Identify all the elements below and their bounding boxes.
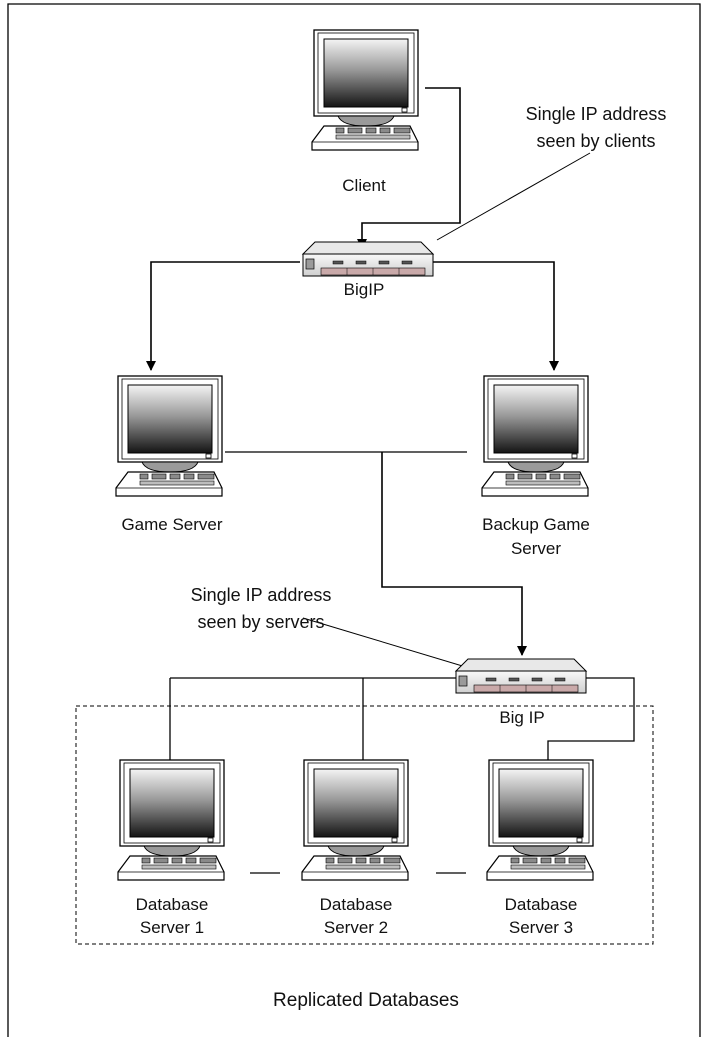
game-server-label: Game Server bbox=[121, 515, 222, 534]
bigip-top-appliance: BigIP bbox=[302, 241, 434, 299]
link-bigip-game-server bbox=[146, 261, 300, 371]
client-label: Client bbox=[342, 176, 386, 195]
link-bigip-db3 bbox=[547, 677, 635, 760]
db1-label-line1: Database bbox=[136, 895, 209, 914]
annotation-pointer-clients bbox=[436, 152, 591, 241]
backup-game-server-computer: Backup Game Server bbox=[481, 375, 590, 558]
diagram-frame bbox=[7, 3, 701, 1037]
link-client-bigip bbox=[357, 87, 461, 249]
db3-label-line1: Database bbox=[505, 895, 578, 914]
annotation-clients-line2: seen by clients bbox=[536, 131, 655, 151]
replicated-databases-caption: Replicated Databases bbox=[273, 990, 459, 1011]
annotation-servers-line2: seen by servers bbox=[197, 612, 324, 632]
database-server-3-computer: Database Server 3 bbox=[486, 759, 594, 937]
db2-label-line2: Server 2 bbox=[324, 918, 388, 937]
client-computer: Client bbox=[311, 29, 419, 195]
replicated-databases-group bbox=[75, 705, 654, 945]
bigip-bottom-label: Big IP bbox=[499, 708, 544, 727]
db3-label-line2: Server 3 bbox=[509, 918, 573, 937]
database-server-1-computer: Database Server 1 bbox=[117, 759, 225, 937]
database-server-2-computer: Database Server 2 bbox=[301, 759, 409, 937]
link-bigip-backup-server bbox=[430, 261, 559, 371]
backup-game-server-label-line2: Server bbox=[511, 539, 561, 558]
bigip-bottom-appliance: Big IP bbox=[455, 658, 587, 727]
annotation-servers-line1: Single IP address bbox=[191, 585, 332, 605]
game-server-computer: Game Server bbox=[115, 375, 223, 534]
db1-label-line2: Server 1 bbox=[140, 918, 204, 937]
annotation-clients-line1: Single IP address bbox=[526, 104, 667, 124]
link-lan-bigip-bottom bbox=[381, 452, 527, 656]
backup-game-server-label-line1: Backup Game bbox=[482, 515, 590, 534]
bigip-top-label: BigIP bbox=[344, 280, 385, 299]
db2-label-line1: Database bbox=[320, 895, 393, 914]
